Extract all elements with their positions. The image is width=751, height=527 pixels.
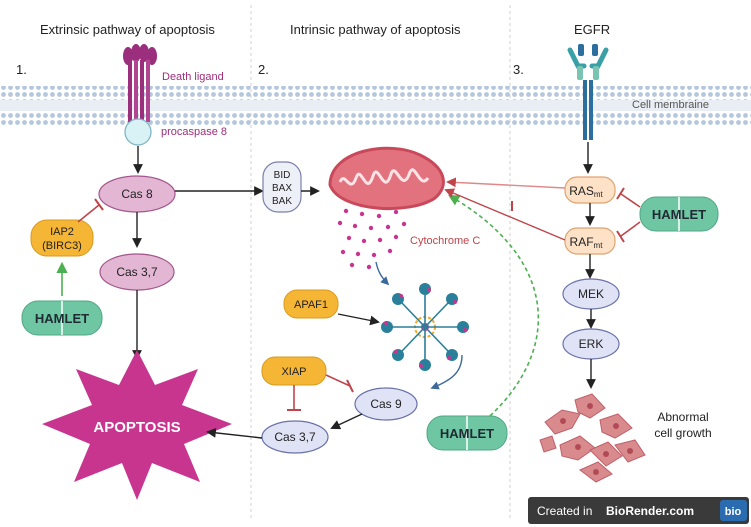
extrinsic-title: Extrinsic pathway of apoptosis — [40, 22, 215, 37]
egfr-title: EGFR — [574, 22, 610, 37]
xiap-inhibit-cas9-bar — [346, 379, 354, 393]
xiap-label: XIAP — [281, 366, 306, 378]
cell-membrane — [0, 86, 751, 125]
cas9-label: Cas 9 — [370, 397, 402, 411]
apoptosis-label: APOPTOSIS — [93, 419, 180, 436]
ras-label: RASmt — [569, 184, 603, 199]
apaf1-label: APAF1 — [294, 299, 328, 311]
cell-membrane-label: Cell membraine — [632, 99, 709, 111]
death-ligand-label: Death ligand — [162, 71, 224, 83]
procaspase8-label: procaspase 8 — [161, 126, 227, 138]
egfr-number: 3. — [513, 62, 524, 77]
cas37-mid-node — [261, 420, 329, 454]
biorender-badge[interactable]: Created in BioRender.com bio — [528, 497, 749, 524]
hamlet-right-label: HAMLET — [652, 207, 706, 222]
cas37-left-label: Cas 3,7 — [116, 265, 158, 279]
arrow-cytc-to-apoptosome — [375, 261, 390, 286]
arrow-apaf1-to-apoptosome — [337, 313, 380, 326]
apoptosis-burst — [42, 350, 232, 500]
mitochondrion-icon — [328, 146, 445, 211]
arrow-cas37-to-apoptosis — [206, 427, 263, 439]
arrow-cas9-to-cas37 — [330, 413, 363, 430]
bax-label: BAX — [272, 183, 292, 194]
arrow-raf-to-mitochondrion — [444, 188, 566, 241]
apoptosome-icon — [381, 283, 469, 371]
cas8-label: Cas 8 — [121, 187, 153, 201]
mek-label: MEK — [578, 287, 604, 301]
iap2-label: IAP2 — [50, 226, 74, 238]
abnormal-cell-nuclei — [560, 403, 633, 475]
iap2-sub-label: (BIRC3) — [42, 240, 82, 252]
hamlet-inhibit-ras-bar — [616, 187, 625, 200]
intrinsic-number: 2. — [258, 62, 269, 77]
bak-label: BAK — [272, 196, 292, 207]
intrinsic-title: Intrinsic pathway of apoptosis — [290, 22, 461, 37]
hamlet-mid-label: HAMLET — [440, 426, 494, 441]
biorender-logo-icon — [720, 500, 747, 521]
hamlet-left-label: HAMLET — [35, 311, 89, 326]
bid-label: BID — [274, 170, 291, 181]
hamlet-inhibit-raf — [620, 221, 641, 237]
biorender-brand: BioRender.com — [606, 504, 694, 518]
arrow-apoptosome-to-cas9 — [430, 354, 463, 390]
cytochrome-c-dots — [337, 208, 407, 270]
arrow-ras-to-mitochondrion — [446, 177, 566, 189]
death-ligand-icon — [123, 44, 157, 122]
hamlet-inhibit-raf-bar — [616, 230, 625, 243]
erk-label: ERK — [579, 337, 604, 351]
abnormal-growth-label-2: cell growth — [654, 426, 711, 440]
cytochrome-c-label: Cytochrome C — [410, 235, 480, 247]
iap2-node — [30, 219, 94, 257]
extrinsic-number: 1. — [16, 62, 27, 77]
biorender-logo-text: bio — [725, 506, 742, 518]
raf-label: RAFmt — [570, 235, 604, 250]
abnormal-growth-label-1: Abnormal — [657, 410, 708, 424]
apaf1-node — [283, 289, 339, 319]
iap2-inhibit-cas8 — [77, 204, 100, 223]
egfr-receptor-icon — [567, 44, 609, 140]
procaspase8-icon — [124, 118, 152, 146]
hamlet-inhibit-ras — [620, 193, 641, 208]
arrow-hamlet-to-mitochondrion — [448, 194, 540, 417]
bid-bax-bak-node — [262, 161, 302, 213]
cas9-node — [354, 387, 418, 421]
cas37-mid-label: Cas 3,7 — [274, 430, 316, 444]
xiap-inhibit-cas9 — [325, 374, 351, 387]
created-in-label: Created in — [537, 504, 592, 518]
iap2-inhibit-bar — [94, 198, 104, 211]
